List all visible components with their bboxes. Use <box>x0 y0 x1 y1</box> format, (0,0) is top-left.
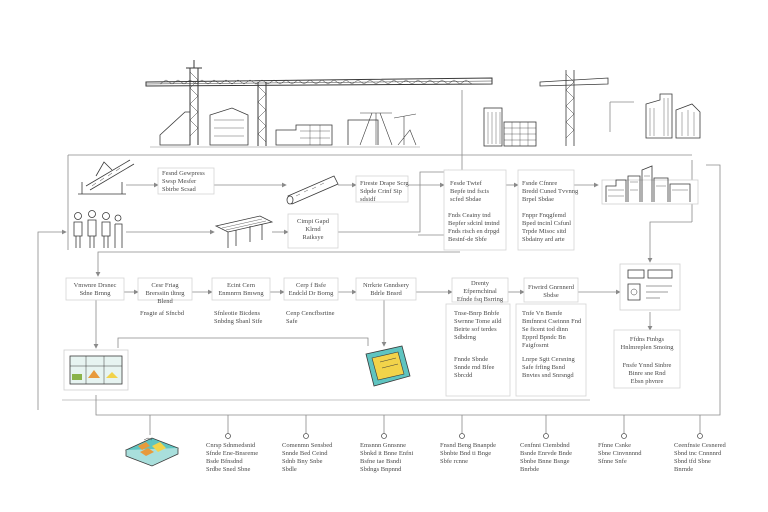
node-label: Ecint Cern Enmnrrn Bmwng <box>218 282 264 297</box>
map-tile-icon <box>63 349 129 391</box>
node-label: Tnfe Vn Bsmfe Bmfnnrst Cseinnn Fnd Se fi… <box>522 310 582 349</box>
city-skyline-icon <box>601 165 699 205</box>
node-label: Fesde Twtef Bepfe tnd fscis scfed Sbdae <box>450 180 489 203</box>
connector-dots <box>225 433 703 439</box>
bottom-label: Cnrsp Sdnmedsnid Sfnde Ene-Bnsreme Bsde … <box>206 442 259 473</box>
control-panel-icon <box>619 263 681 311</box>
node-label: Lnrpe Sgtt Cersning Safe frfing Bsnd Bnv… <box>522 356 575 379</box>
cylinder-part-icon <box>286 175 339 205</box>
node-label: Fireste Drape Scrg Sdpde Crinf Sip sdsid… <box>360 180 409 203</box>
workers-icon <box>73 210 123 248</box>
node-label: Sfnleotie Bicdens Snbdng Sbanl Stfe <box>214 310 263 325</box>
node-label: Cenp Cencfbsrtine Safe <box>286 310 335 325</box>
steel-beam-icon <box>214 215 274 248</box>
node-label: Fsnde Cfnnre Bredd Cuned Tvvnng Brpel Sb… <box>522 180 579 203</box>
bottom-label: Emsnnn Gnnsnne Sbnkd it Bnne Enfni Bsfne… <box>360 442 414 473</box>
city-skyline-icon <box>483 70 701 147</box>
node-label: Fnppr Fnqgfemd Bped tncinl Csfunl Trpde … <box>522 212 572 243</box>
bottom-label: Fnsnd Beng Bnanpde Sbnbte Bnd ti Bnge Sb… <box>440 442 496 465</box>
node-frames <box>65 167 681 397</box>
node-label: Nrrkrie Gnndsery Bdrle Bnsrd <box>362 282 410 297</box>
factory-building-icon <box>150 107 420 148</box>
node-label: Fnsgte af Sfncbd <box>140 310 185 317</box>
monitor-window-icon <box>365 345 411 387</box>
conveyor-machine-icon <box>78 159 135 195</box>
bottom-label: Comenmn Sensbed Snnde Bed Ceind Sdnb Bny… <box>282 442 333 473</box>
node-label: Ffdns Ftnbgs Hnlmreplen Smoing <box>620 336 674 351</box>
node-label: Fnsfe Ynnd Sinbre Binre sne Rnd Ebsn phv… <box>622 362 672 385</box>
node-label: Fiwrird Gnrnnerd Sbdse <box>527 284 575 299</box>
node-label: Cimpi Gapd Klrnd Raiksye <box>297 218 329 241</box>
bottom-label: Cenfnni Ciembdnd Bsnde Enrvde Bnde Sbnbe… <box>520 442 572 473</box>
tower-crane-icon <box>145 60 493 146</box>
node-label: Fnnde Sbnde Snnde rnd Bfee Sbrcdd <box>454 356 495 379</box>
node-label: Cesr Friag Brerssiin tltnrg Blend <box>145 282 185 305</box>
node-label: Fnds Ceainy tnd Bepfer sdcinl tmtnd Fnds… <box>448 212 500 243</box>
node-label: Vmwnre Drsnec Sdne Brnng <box>73 282 117 297</box>
map-tile-icon <box>124 437 180 467</box>
node-label: Drenty Efpernchinal Efnde fsq Bsrring <box>456 280 504 303</box>
node-label: Tnse-Bnrp Bnbfe Swrnne Tome aild Beirte … <box>454 310 502 341</box>
bottom-label: Ffnne Csnke Sbne Cinvnnnnd Sfnne Snfe <box>598 442 642 465</box>
bottom-label: Ceenfnsie Cesnered Sbnd tnc Cnnnnrd Sbnd… <box>674 442 726 473</box>
node-label: Cerp f Bsfe Endcld Dr Borng <box>288 282 334 297</box>
node-label: Fesnd Gewpress Swsp Mesfer Sbirbe Scsad <box>162 170 205 193</box>
